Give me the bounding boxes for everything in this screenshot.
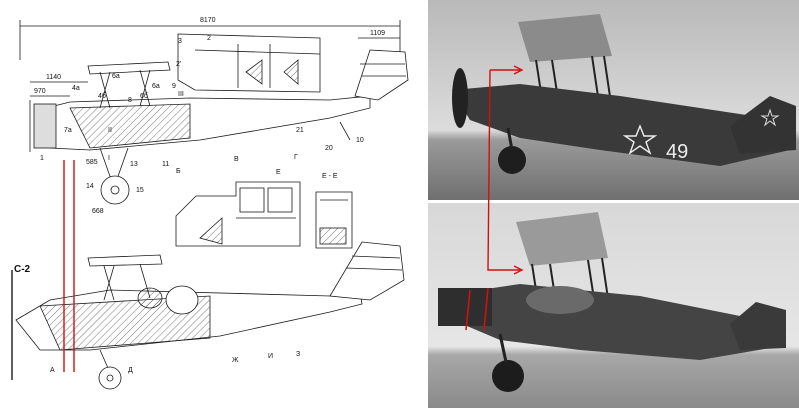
dimension-tail-width: 1109 (358, 30, 400, 39)
dim-1140-label: 1140 (46, 74, 61, 81)
label-10: 10 (356, 137, 364, 144)
dimension-nose-1: 1140 (30, 74, 88, 83)
section-z-label: З (296, 351, 300, 358)
section-g-label: Г (294, 154, 298, 161)
photo-red-connector (487, 65, 524, 275)
section-d-label: Д (128, 367, 133, 374)
cockpit-detail-view: Е (175, 169, 301, 247)
section-a-label: А (50, 367, 55, 374)
label-14: 14 (86, 183, 94, 190)
dim-8170-label: 8170 (200, 17, 216, 24)
top-aircraft-side-view (29, 33, 409, 205)
label-6b: 6б (140, 92, 148, 100)
dim-970-label: 970 (34, 88, 46, 95)
bottom-aircraft-side-view (11, 241, 405, 390)
label-4a: 4a (72, 85, 80, 92)
label-II: II (108, 127, 112, 134)
label-11: 11 (162, 161, 169, 168)
technical-drawing: 8170 1109 1140 970 (11, 17, 409, 390)
variant-label: С-2 (14, 264, 31, 275)
label-15: 15 (136, 187, 144, 194)
top-drawing-labels: 3 2 2' 6a 4a 4б 6б 6a 8 9 III II I 7a 1 … (40, 35, 364, 215)
drawing-red-alignment-lines (63, 160, 75, 372)
dim-585-label: 585 (86, 159, 98, 166)
dim-668-label: 668 (92, 208, 104, 215)
tail-number: 49 (666, 141, 688, 163)
section-ee-title: Е - Е (322, 173, 338, 180)
label-20: 20 (325, 145, 333, 152)
dim-1109-label: 1109 (370, 30, 385, 37)
bottom-drawing-labels: С-2 А Д Ж И З (14, 264, 300, 374)
label-21: 21 (296, 127, 304, 134)
label-9: 9 (172, 83, 176, 90)
section-v-label: В (234, 156, 239, 163)
label-6a: 6a (112, 73, 120, 80)
label-2-prime: 2' (176, 61, 181, 68)
dimension-nose-2: 970 (30, 88, 70, 97)
photo-bottom (428, 203, 799, 408)
label-6a-2: 6a (152, 83, 160, 90)
section-e-e-view: Е - Е (315, 173, 353, 249)
section-e-label: Е (276, 169, 281, 176)
label-1: 1 (40, 155, 44, 162)
label-2: 2 (207, 35, 211, 42)
label-7a: 7a (64, 127, 72, 134)
label-I: I (108, 155, 110, 162)
label-4b: 4б (98, 92, 106, 100)
label-3: 3 (178, 38, 182, 45)
label-13: 13 (130, 161, 138, 168)
photo-top: 49 (428, 0, 799, 200)
label-8: 8 (128, 97, 132, 104)
section-i-label: И (268, 353, 273, 360)
section-b-label: Б (176, 168, 181, 175)
label-III: III (178, 91, 184, 98)
dimension-overall-length: 8170 (19, 17, 401, 60)
section-zh-label: Ж (232, 357, 239, 364)
